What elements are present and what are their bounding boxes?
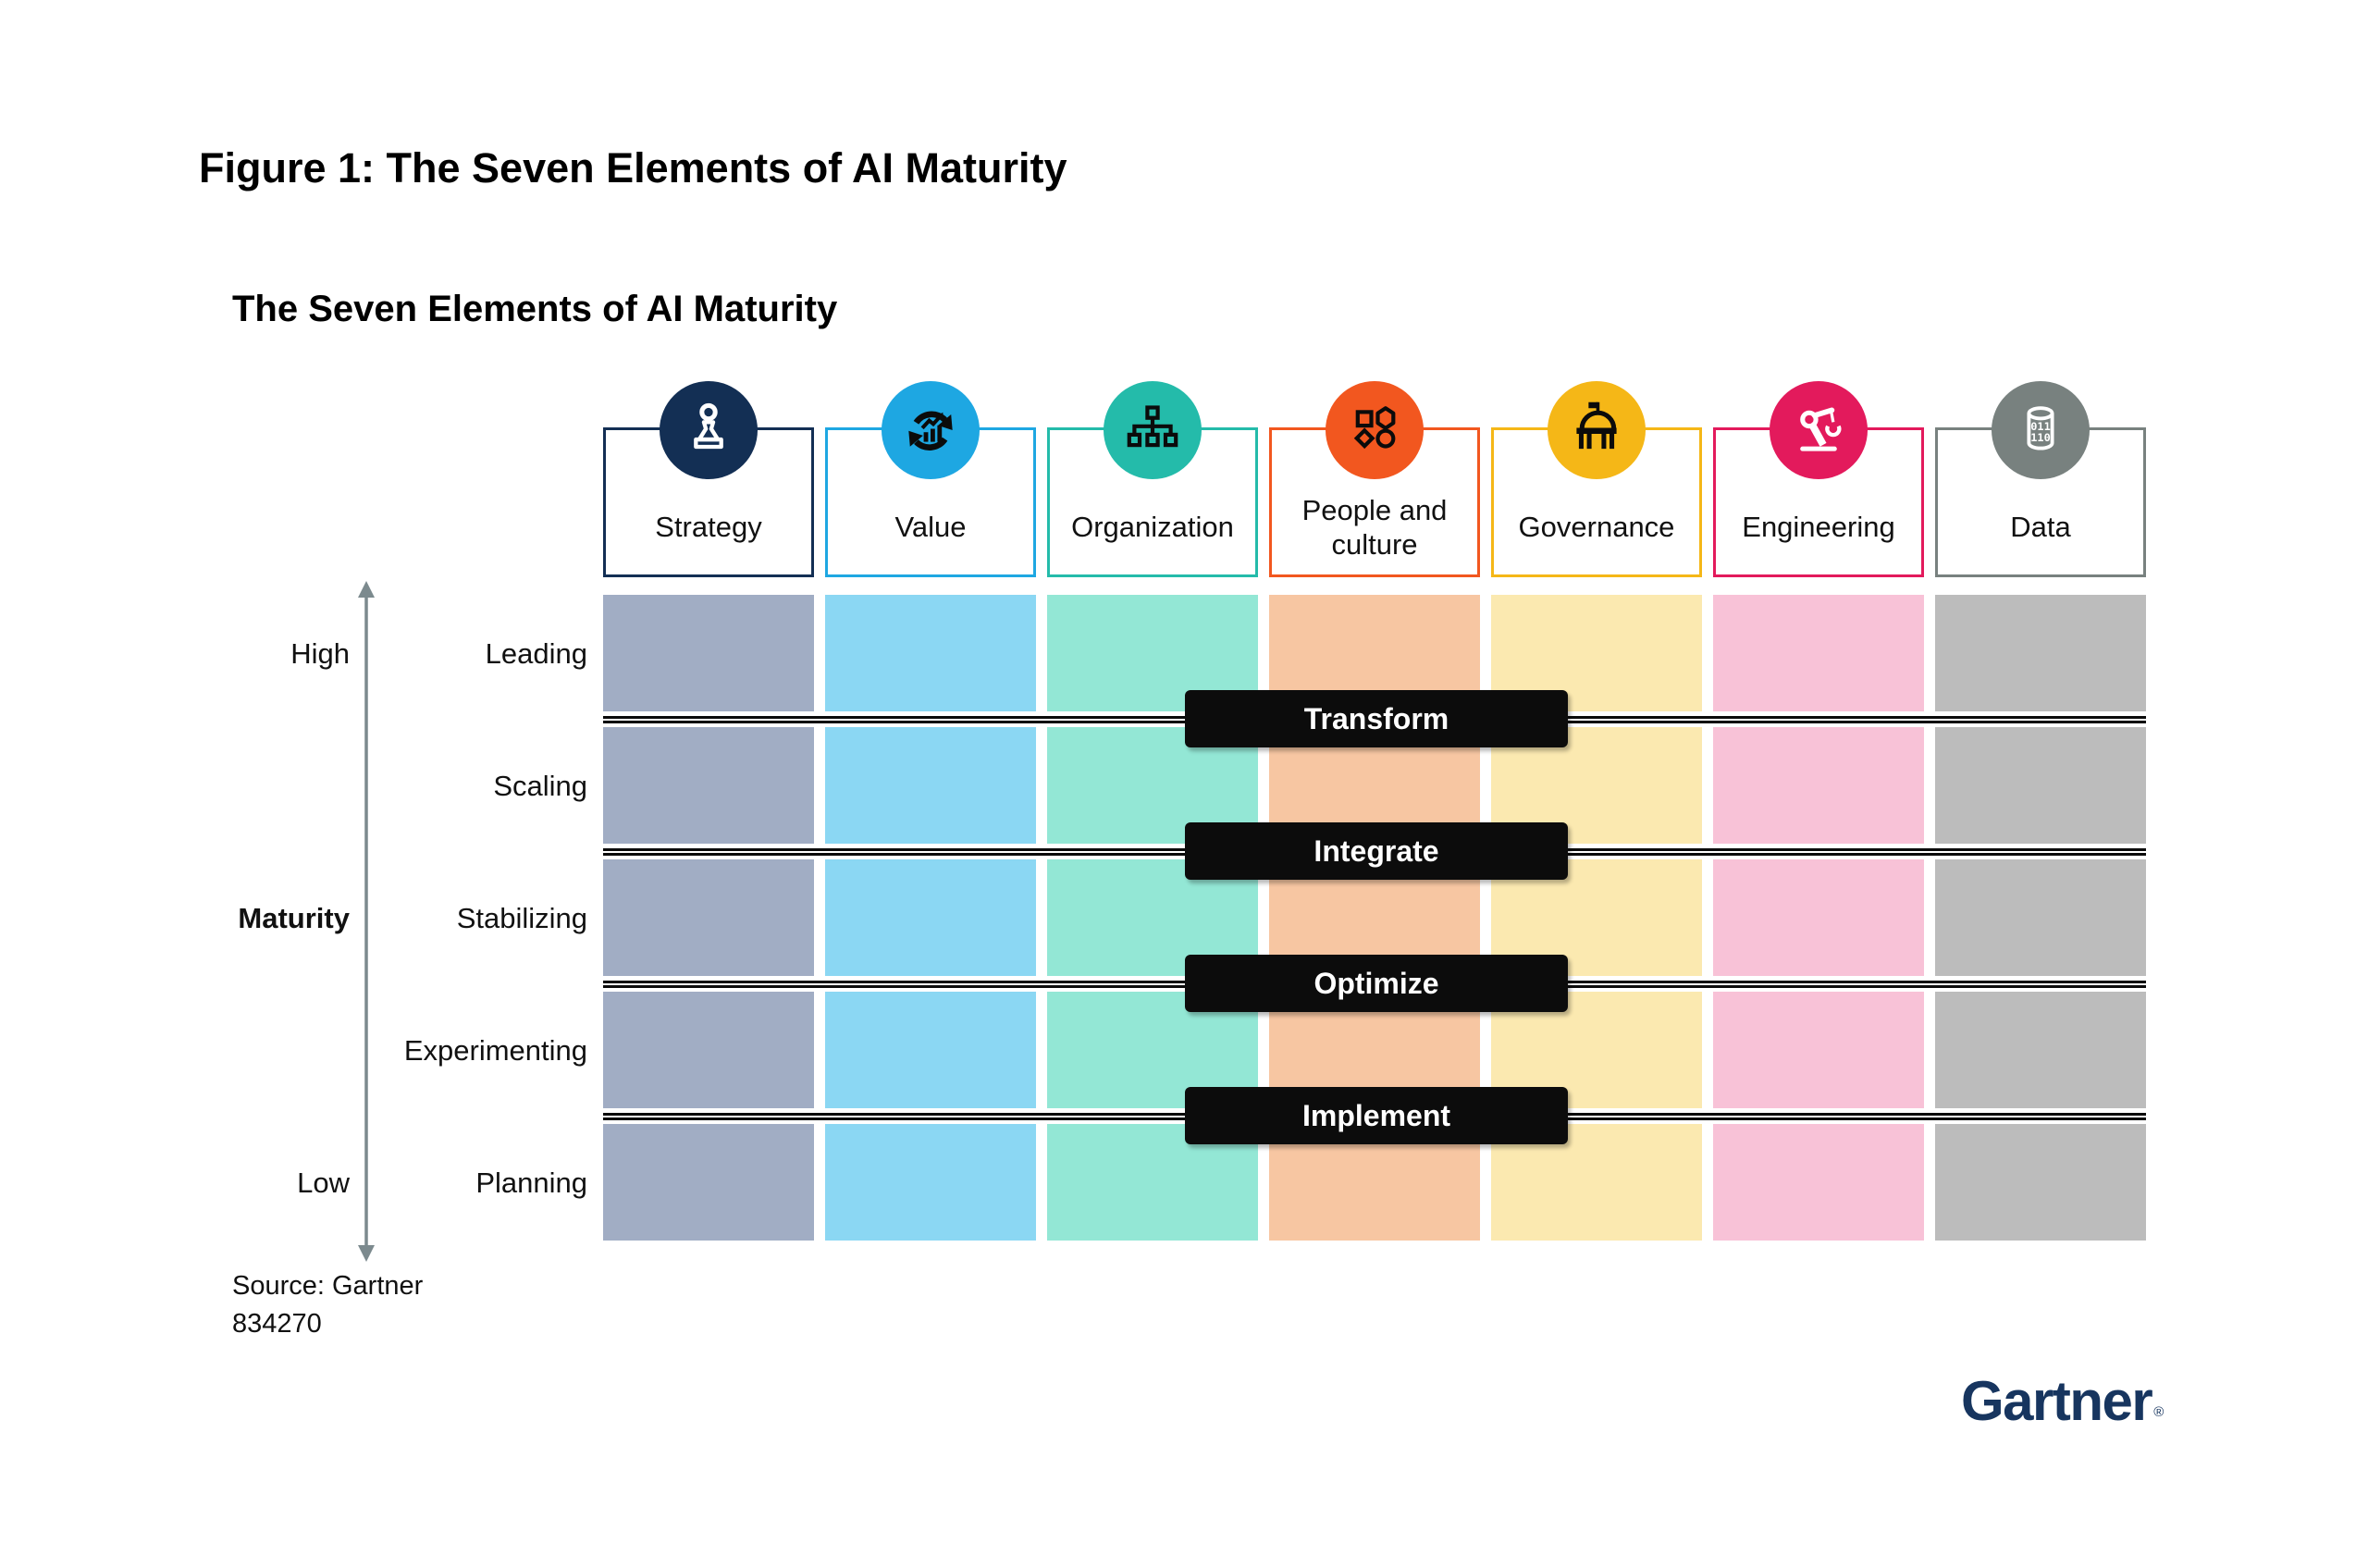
element-label: Organization (1071, 511, 1234, 543)
svg-text:011: 011 (2030, 420, 2050, 433)
source-note: Source: Gartner 834270 (232, 1267, 423, 1343)
row-label-planning: Planning (475, 1167, 587, 1199)
grid-cell-engineering (1713, 595, 1924, 711)
grid-cell-strategy (603, 727, 814, 844)
element-card-value: Value (825, 381, 1036, 577)
phase-bar-integrate: Integrate (1185, 822, 1568, 880)
source-id: 834270 (232, 1309, 322, 1339)
element-card-strategy: Strategy (603, 381, 814, 577)
grid-cell-strategy (603, 595, 814, 711)
grid-cell-strategy (603, 992, 814, 1108)
axis-high-label: High (290, 637, 350, 670)
grid-cell-data (1935, 727, 2146, 844)
figure-title: Figure 1: The Seven Elements of AI Matur… (199, 144, 1067, 191)
svg-text:110: 110 (2030, 431, 2050, 444)
grid-cell-data (1935, 859, 2146, 976)
shapes-icon (1326, 381, 1424, 479)
grid-cell-strategy (603, 859, 814, 976)
phase-bar-optimize: Optimize (1185, 955, 1568, 1012)
grid-cell-data (1935, 1124, 2146, 1241)
element-label: Value (894, 511, 967, 543)
element-label: Engineering (1742, 511, 1895, 543)
grid-cell-engineering (1713, 1124, 1924, 1241)
element-card-organization: Organization (1047, 381, 1258, 577)
grid-cell-data (1935, 992, 2146, 1108)
element-card-data: 011 110 Data (1935, 381, 2146, 577)
maturity-axis-arrow (358, 581, 375, 1262)
cycle-growth-chart-icon (882, 381, 980, 479)
phase-bar-transform: Transform (1185, 690, 1568, 747)
robotic-arm-icon (1770, 381, 1868, 479)
source-line: Source: Gartner (232, 1271, 424, 1301)
phase-bar-implement: Implement (1185, 1087, 1568, 1144)
grid-cell-strategy (603, 1124, 814, 1241)
axis-maturity-label: Maturity (238, 902, 350, 934)
government-building-icon (1548, 381, 1646, 479)
row-label-experimenting: Experimenting (403, 1034, 587, 1067)
grid-cell-engineering (1713, 727, 1924, 844)
element-card-people-and-culture: People and culture (1269, 381, 1480, 577)
registered-mark: ® (2153, 1404, 2164, 1420)
grid-cell-value (825, 992, 1036, 1108)
grid-cell-value (825, 727, 1036, 844)
element-card-engineering: Engineering (1713, 381, 1924, 577)
grid-cell-value (825, 595, 1036, 711)
element-label: Data (2010, 511, 2071, 543)
grid-cell-engineering (1713, 859, 1924, 976)
org-chart-icon (1104, 381, 1202, 479)
row-label-leading: Leading (485, 637, 587, 670)
element-label: Strategy (655, 511, 762, 543)
row-label-scaling: Scaling (493, 770, 587, 802)
chart-title: The Seven Elements of AI Maturity (232, 289, 838, 329)
gartner-logo: Gartner® (1961, 1369, 2164, 1433)
grid-cell-value (825, 1124, 1036, 1241)
row-label-stabilizing: Stabilizing (456, 902, 587, 934)
grid-cell-value (825, 859, 1036, 976)
chess-pawn-icon (660, 381, 758, 479)
binary-database-icon: 011 110 (1992, 381, 2090, 479)
gartner-logo-text: Gartner (1961, 1370, 2153, 1432)
grid-cell-engineering (1713, 992, 1924, 1108)
grid-cell-data (1935, 595, 2146, 711)
element-card-governance: Governance (1491, 381, 1702, 577)
element-label: Governance (1518, 511, 1675, 543)
element-label: People and culture (1301, 493, 1448, 561)
axis-low-label: Low (297, 1167, 350, 1199)
